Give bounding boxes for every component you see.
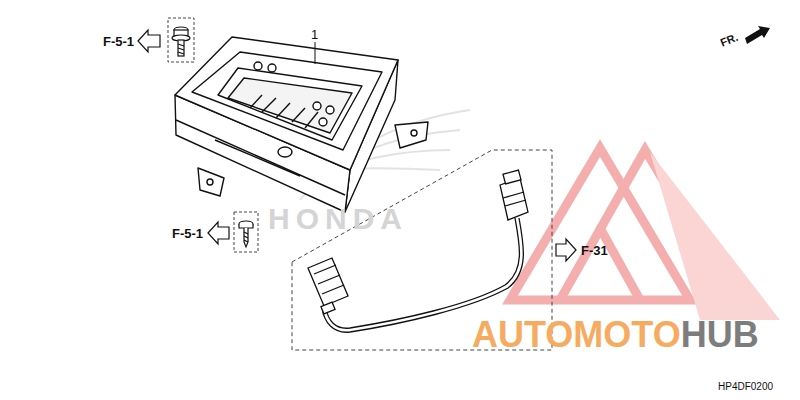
reference-code: F-31 xyxy=(581,244,608,257)
watermark-logo xyxy=(510,148,780,320)
reference-code: F-5-1 xyxy=(172,227,203,240)
reference-arrow xyxy=(556,239,576,261)
dashed-box xyxy=(168,18,194,62)
meter-assembly xyxy=(175,37,428,212)
diagram-code: HP4DF0200 xyxy=(718,382,773,392)
bolt xyxy=(172,27,190,56)
screw xyxy=(239,221,253,247)
brand-watermark: HONDA xyxy=(268,204,408,234)
connector xyxy=(500,170,528,220)
front-indicator: FR. xyxy=(719,32,740,49)
callout-number: 1 xyxy=(311,28,318,41)
reference-arrow xyxy=(138,30,160,52)
reference-arrow xyxy=(208,222,229,244)
site-watermark: HUB xyxy=(681,317,759,353)
front-arrow xyxy=(745,26,770,44)
site-watermark: AUTOMOTO xyxy=(472,317,681,353)
wire-harness xyxy=(322,218,523,332)
connector xyxy=(308,258,348,314)
dashed-box xyxy=(234,212,258,252)
leader-line xyxy=(315,42,316,64)
reference-code: F-5-1 xyxy=(103,35,134,48)
